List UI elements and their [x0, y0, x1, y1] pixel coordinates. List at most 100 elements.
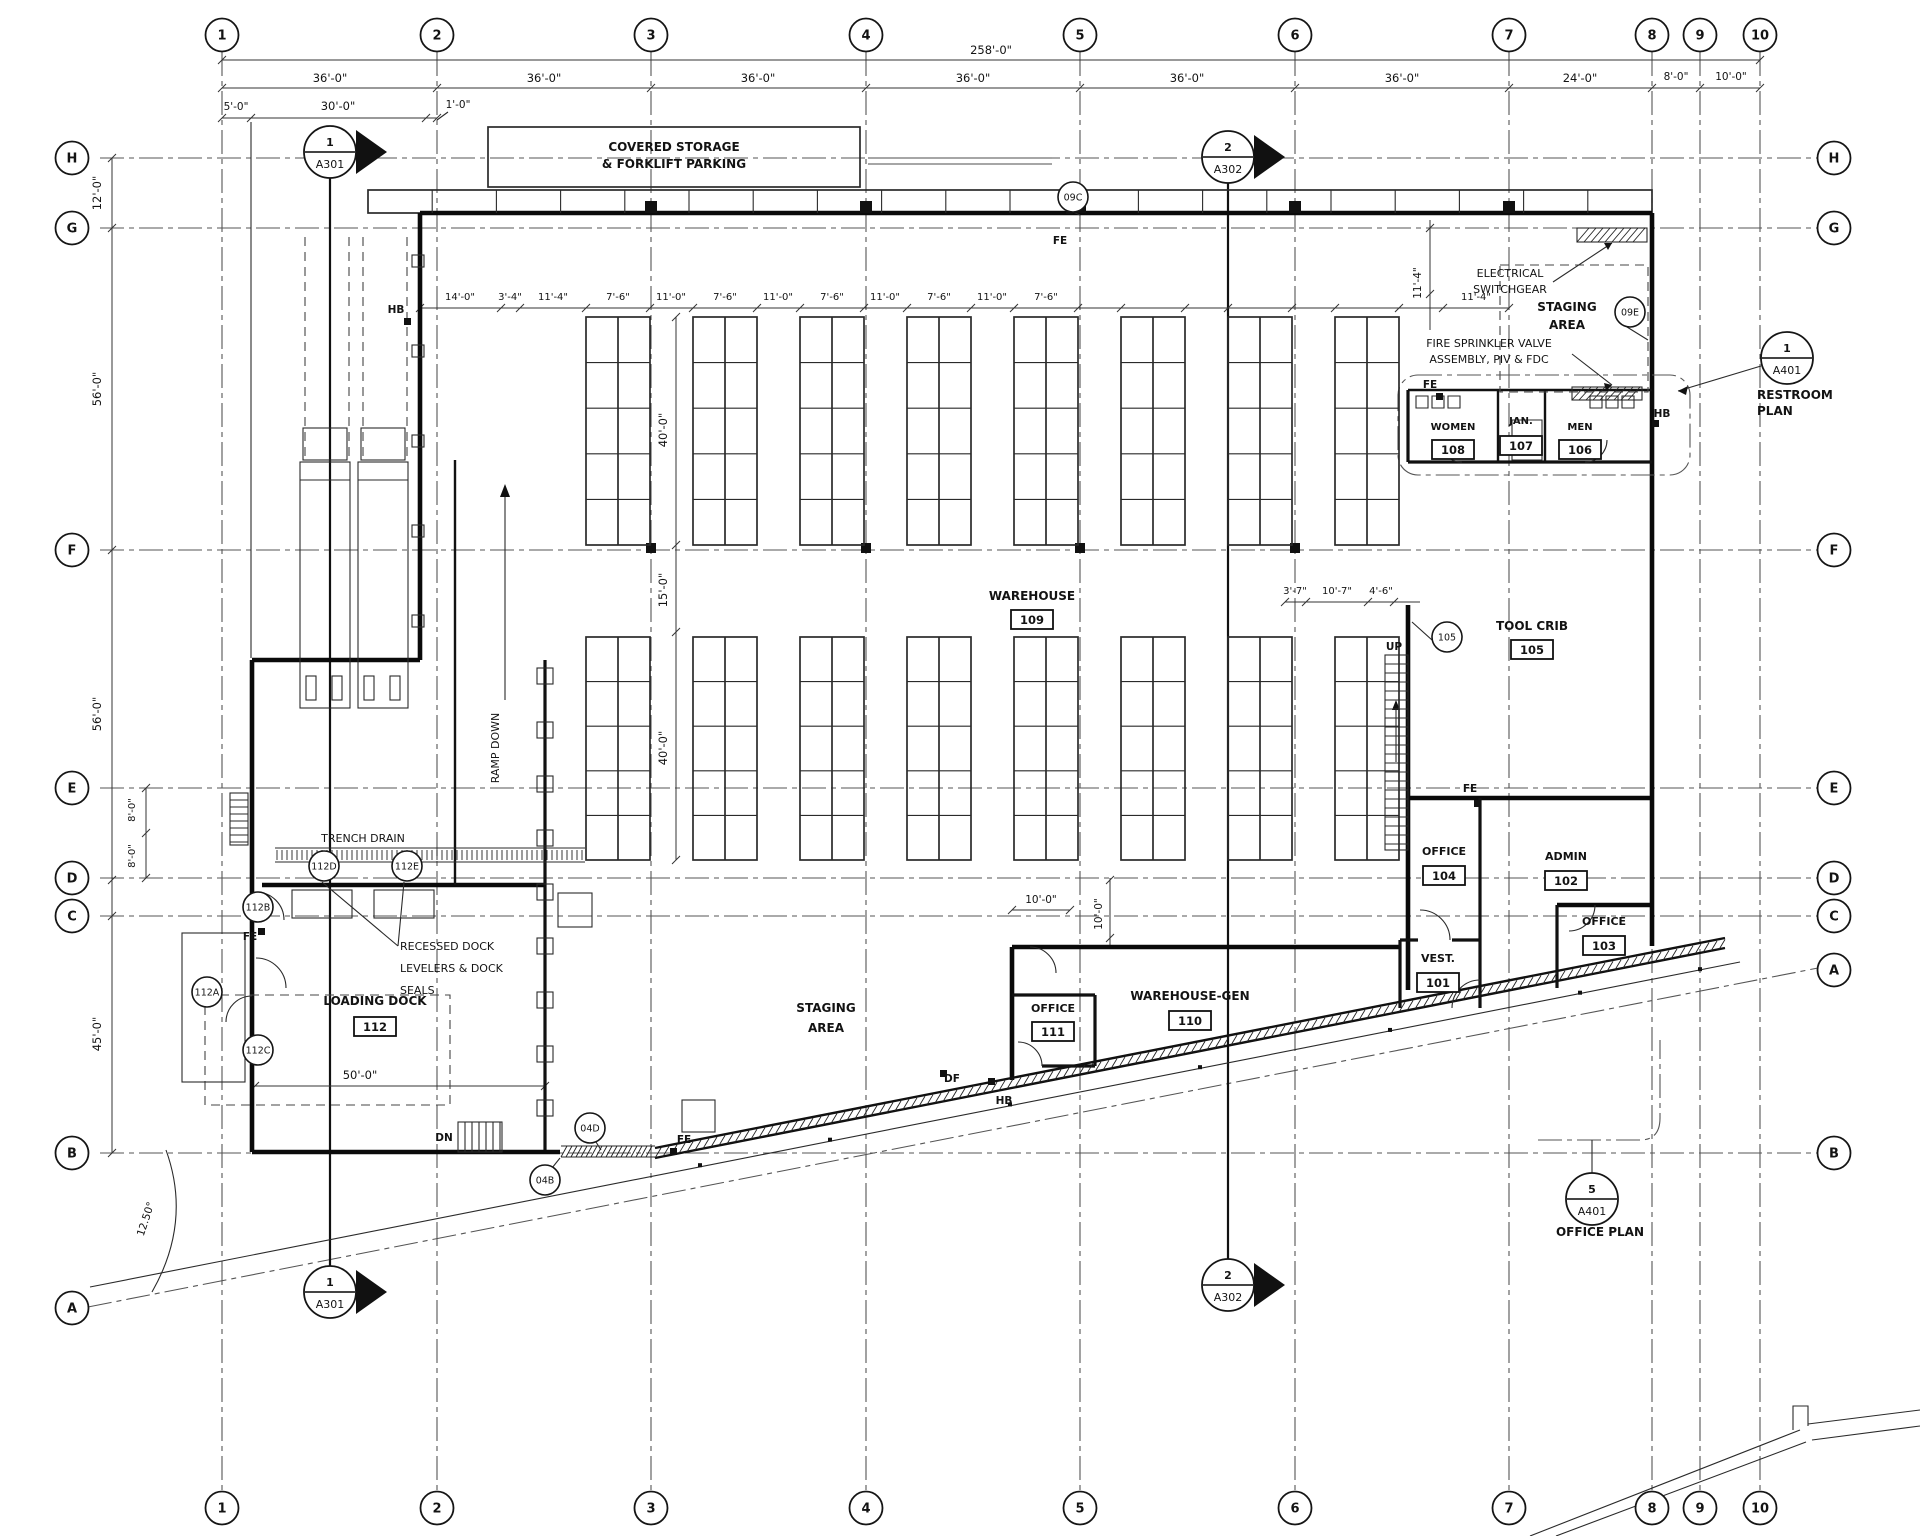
walk-hatch — [615, 1145, 623, 1158]
grid-bubble — [1062, 17, 1098, 53]
dock-edge-hatch — [1598, 962, 1606, 974]
dim-tick — [217, 55, 227, 65]
room-name: ADMIN — [1545, 850, 1587, 863]
callout-title: OFFICE PLAN — [1556, 1225, 1644, 1239]
keynote-tag — [308, 850, 340, 882]
area-label: & FORKLIFT PARKING — [602, 157, 746, 171]
dim-tick — [107, 545, 117, 555]
dock-edge-hatch — [1446, 992, 1454, 1003]
grid-bubble — [204, 1490, 240, 1526]
dock-edge-hatch — [750, 1128, 758, 1140]
walk-hatch — [595, 1145, 603, 1158]
room-number: 101 — [1426, 976, 1450, 990]
dim-tick — [141, 873, 151, 883]
dock-edge-hatch — [1462, 989, 1470, 1000]
dim-tick — [1504, 303, 1514, 313]
covered-storage-outline — [487, 126, 861, 188]
room-name: WOMEN — [1431, 422, 1476, 433]
grid-bubble-label: 7 — [1504, 29, 1513, 44]
hb-label: HB — [1654, 408, 1671, 420]
sprinkler-hatch — [1599, 386, 1613, 401]
dim-tick — [859, 303, 869, 313]
dock-edge-hatch — [1118, 1056, 1126, 1068]
dim-tick — [1007, 905, 1017, 915]
dock-edge-hatch — [790, 1121, 798, 1132]
dock-edge-hatch — [1406, 1000, 1414, 1011]
room-number-box — [1499, 435, 1543, 456]
column — [646, 543, 656, 553]
grid-bubble — [54, 898, 90, 934]
marker-sheet: A302 — [1214, 1291, 1243, 1304]
switchgear-hatch — [1611, 227, 1625, 243]
dock-edge-hatch — [1270, 1027, 1278, 1038]
pilaster — [536, 991, 554, 1009]
dock-edge-hatch — [846, 1110, 854, 1121]
dock-edge-hatch — [1542, 973, 1550, 985]
dock-edge-hatch — [702, 1138, 710, 1149]
annotation: TRENCH DRAIN — [320, 832, 405, 845]
fixture-marker — [1652, 420, 1659, 427]
walk-hatch — [590, 1145, 598, 1158]
dim-text: 36'-0" — [741, 71, 776, 85]
fixture-marker — [1436, 393, 1443, 400]
sprinkler-hatch — [1592, 386, 1606, 401]
grid-bubble — [54, 210, 90, 246]
dim-text: 36'-0" — [313, 71, 348, 85]
grid-bubble-label: E — [1830, 782, 1839, 797]
dim-text: 5'-0" — [224, 101, 249, 113]
dim-text: 10'-7" — [1322, 586, 1352, 597]
dim-tick — [217, 83, 227, 93]
grid-bubble-label: C — [67, 910, 77, 925]
keynote-tag — [191, 976, 223, 1008]
pilaster — [411, 614, 425, 628]
pilaster — [536, 721, 554, 739]
dock-edge-hatch — [1166, 1047, 1174, 1058]
dock-edge-hatch — [1326, 1016, 1334, 1027]
dock-edge-hatch — [758, 1127, 766, 1138]
exterior-pad — [181, 932, 246, 1083]
switchgear-hatch — [1604, 227, 1618, 243]
walk-hatch — [560, 1145, 568, 1158]
annotation: ELECTRICAL — [1477, 267, 1545, 280]
grid-bubble — [419, 1490, 455, 1526]
dim-text: 11'-0" — [763, 292, 793, 303]
dock-edge-hatch — [1494, 983, 1502, 994]
grid-bubble-label: 5 — [1075, 1502, 1084, 1517]
grid-bubble-label: D — [1829, 872, 1840, 887]
walk-hatch — [565, 1145, 573, 1158]
property-line — [1538, 1040, 1661, 1141]
grid-bubble — [633, 1490, 669, 1526]
dock-edge-hatch — [1382, 1005, 1390, 1016]
grid-bubble — [204, 17, 240, 53]
bollard — [698, 1163, 702, 1168]
dock-edge-hatch — [1022, 1075, 1030, 1087]
pilaster — [536, 829, 554, 847]
dim-tick — [1180, 303, 1190, 313]
dim-text: 11'-0" — [977, 292, 1007, 303]
dim-tick — [141, 828, 151, 838]
dim-tick — [1755, 83, 1765, 93]
dim-text: 56'-0" — [90, 697, 104, 732]
dock-edge-hatch — [878, 1103, 886, 1115]
room-name: OFFICE — [1422, 845, 1466, 858]
keynote-tag — [574, 1112, 606, 1144]
dock-edge-hatch — [1478, 986, 1486, 997]
room-name: WAREHOUSE — [989, 589, 1075, 603]
marker-number: 1 — [326, 1276, 334, 1289]
dock-edge-hatch — [942, 1091, 950, 1102]
dock-edge-hatch — [1086, 1063, 1094, 1074]
keynote-tag-label: 112A — [195, 988, 220, 999]
pilaster — [536, 775, 554, 793]
dim-text: 7'-6" — [820, 292, 844, 303]
dim-tick — [1009, 303, 1019, 313]
dock-edge-hatch — [1702, 942, 1710, 953]
grid-bubble — [1816, 770, 1852, 806]
column — [1075, 543, 1085, 553]
walk-hatch — [575, 1145, 583, 1158]
dock-edge-hatch — [1686, 945, 1694, 956]
interior-walls — [543, 390, 1652, 1150]
dock-edge-hatch — [830, 1113, 838, 1124]
restroom-fixtures — [1415, 395, 1635, 461]
fixture-marker — [258, 928, 265, 935]
